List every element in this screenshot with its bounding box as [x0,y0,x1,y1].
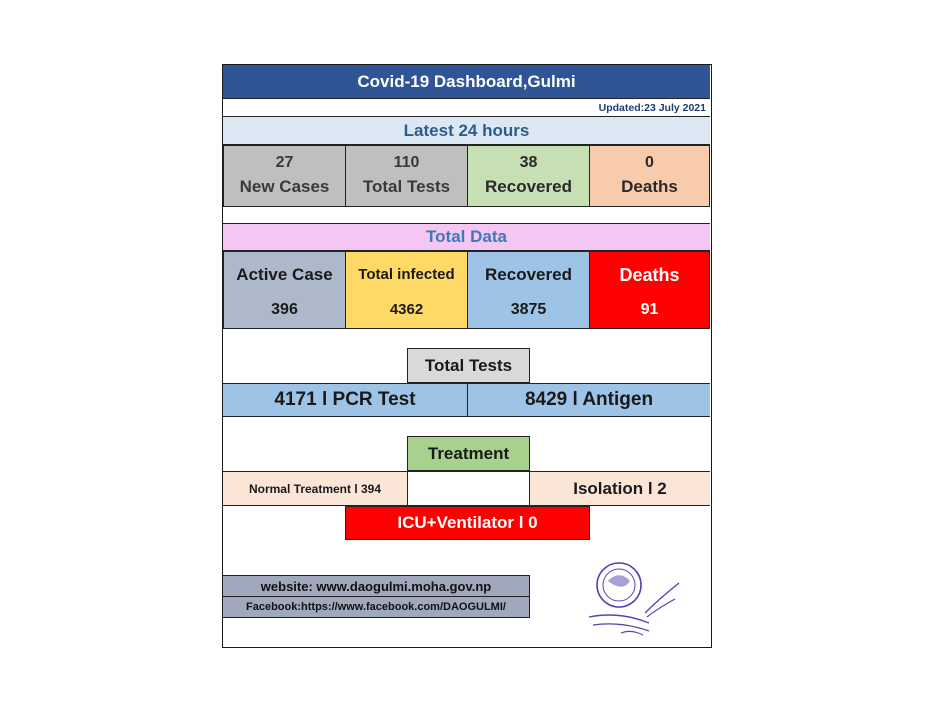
dashboard-sheet: Covid-19 Dashboard,Gulmi Updated:23 July… [222,64,712,648]
tests-row [223,383,710,417]
recovered-24h-cell: 38 Recovered [467,145,590,207]
deaths-total-cell: Deaths 91 [589,251,710,329]
active-case-cell: Active Case 396 [223,251,346,329]
deaths-24h-value: 0 [645,154,654,171]
recovered-total-label: Recovered [485,265,572,284]
updated-date: Updated:23 July 2021 [223,99,710,117]
treatment-empty-cell [407,471,530,506]
total-tests-24h-label: Total Tests [362,177,451,196]
icu-ventilator-count: ICU+Ventilator l 0 [345,506,590,540]
recovered-total-cell: Recovered 3875 [467,251,590,329]
total-infected-cell: Total infected 4362 [345,251,468,329]
stamp-seal-icon [588,562,680,636]
new-cases-cell: 27 New Cases [223,145,346,207]
new-cases-value: 27 [275,154,294,171]
facebook-link[interactable]: Facebook:https://www.facebook.com/DAOGUL… [223,596,530,618]
active-case-label: Active Case [236,265,333,284]
dashboard-title: Covid-19 Dashboard,Gulmi [223,65,710,99]
deaths-24h-label: Deaths [621,177,678,196]
total-tests-24h-value: 110 [393,154,420,171]
total-data-header: Total Data [223,223,710,251]
total-infected-label: Total infected [358,266,455,283]
office-stamp [581,555,691,639]
total-tests-header: Total Tests [407,348,530,383]
latest-24-hours-header: Latest 24 hours [223,117,710,145]
deaths-total-label: Deaths [619,265,680,285]
isolation-count: Isolation l 2 [529,471,710,506]
recovered-total-value: 3875 [510,301,547,318]
deaths-24h-cell: 0 Deaths [589,145,710,207]
recovered-24h-label: Recovered [485,177,572,196]
deaths-total-value: 91 [640,301,659,318]
active-case-value: 396 [271,301,298,318]
total-infected-value: 4362 [389,301,424,318]
antigen-test-count: 8429 l Antigen [524,389,654,410]
total-tests-24h-cell: 110 Total Tests [345,145,468,207]
normal-treatment-count: Normal Treatment l 394 [223,471,408,506]
pcr-test-count: 4171 l PCR Test [223,383,468,417]
treatment-header: Treatment [407,436,530,471]
new-cases-label: New Cases [239,177,330,196]
website-link[interactable]: website: www.daogulmi.moha.gov.np [223,575,530,597]
recovered-24h-value: 38 [519,154,538,171]
